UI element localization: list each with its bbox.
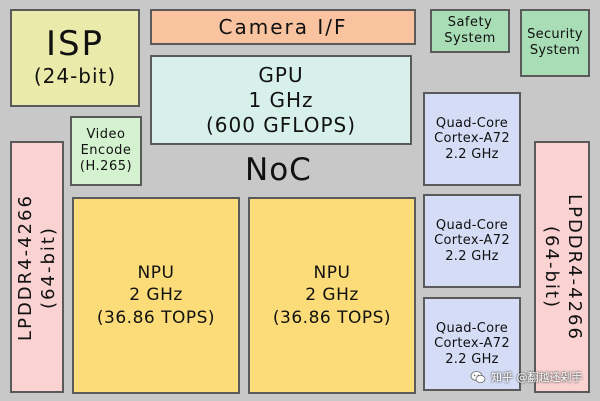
cpu-cluster-cores: Quad-Core [435, 217, 509, 233]
safety-system-block: Safety System [430, 9, 510, 53]
npu-clock: 2 GHz [305, 285, 359, 306]
npu-title: NPU [313, 263, 351, 284]
cpu-cluster-clock: 2.2 GHz [445, 351, 499, 367]
npu-block: NPU 2 GHz (36.86 TOPS) [72, 197, 240, 394]
lpddr-left-type: LPDDR4-4266 [14, 193, 36, 341]
isp-title: ISP [45, 24, 105, 65]
lpddr-right-type: LPDDR4-4266 [563, 193, 585, 341]
npu-block: NPU 2 GHz (36.86 TOPS) [248, 197, 416, 394]
lpddr-right-block: LPDDR4-4266 (64-bit) [534, 141, 590, 393]
isp-block: ISP (24-bit) [10, 9, 140, 107]
cpu-cluster-cores: Quad-Core [435, 320, 509, 336]
cpu-cluster-arch: Cortex-A72 [434, 131, 510, 147]
cpu-cluster-cores: Quad-Core [435, 115, 509, 131]
gpu-title: GPU [258, 62, 304, 87]
video-encode-line2: Encode [80, 142, 132, 158]
lpddr-left-bitwidth: (64-bit) [37, 225, 58, 309]
lpddr-left-label: LPDDR4-4266 (64-bit) [15, 194, 60, 341]
security-system-block: Security System [520, 9, 590, 77]
npu-throughput: (36.86 TOPS) [272, 307, 392, 328]
safety-system-line2: System [444, 31, 496, 46]
camera-interface-block: Camera I/F [150, 9, 416, 45]
gpu-clock: 1 GHz [248, 87, 314, 112]
cpu-cluster-arch: Cortex-A72 [434, 336, 510, 352]
cpu-cluster-arch: Cortex-A72 [434, 233, 510, 249]
lpddr-right-label: LPDDR4-4266 (64-bit) [540, 194, 585, 341]
cpu-cluster-clock: 2.2 GHz [445, 146, 499, 162]
cpu-cluster-clock: 2.2 GHz [445, 248, 499, 264]
cpu-cluster-block: Quad-Core Cortex-A72 2.2 GHz [423, 92, 521, 186]
isp-bitwidth: (24-bit) [33, 63, 117, 88]
npu-clock: 2 GHz [129, 285, 183, 306]
gpu-throughput: (600 GFLOPS) [205, 112, 357, 137]
video-encode-codec: (H.265) [79, 159, 133, 175]
security-system-line1: Security [527, 27, 583, 43]
camera-interface-label: Camera I/F [218, 15, 348, 39]
npu-throughput: (36.86 TOPS) [96, 307, 216, 328]
lpddr-left-block: LPDDR4-4266 (64-bit) [10, 141, 64, 393]
security-system-line2: System [529, 43, 581, 58]
safety-system-line1: Safety [447, 15, 493, 31]
noc-label: NoC [245, 152, 312, 188]
video-encode-line1: Video [86, 126, 126, 142]
lpddr-right-bitwidth: (64-bit) [541, 225, 562, 309]
wechat-icon [470, 371, 486, 383]
video-encode-block: Video Encode (H.265) [70, 116, 142, 186]
npu-title: NPU [137, 263, 175, 284]
watermark: 知乎 @翻越还剁手 [470, 364, 590, 390]
cpu-cluster-block: Quad-Core Cortex-A72 2.2 GHz [423, 194, 521, 288]
watermark-text: 知乎 @翻越还剁手 [491, 371, 583, 384]
gpu-block: GPU 1 GHz (600 GFLOPS) [150, 55, 412, 145]
